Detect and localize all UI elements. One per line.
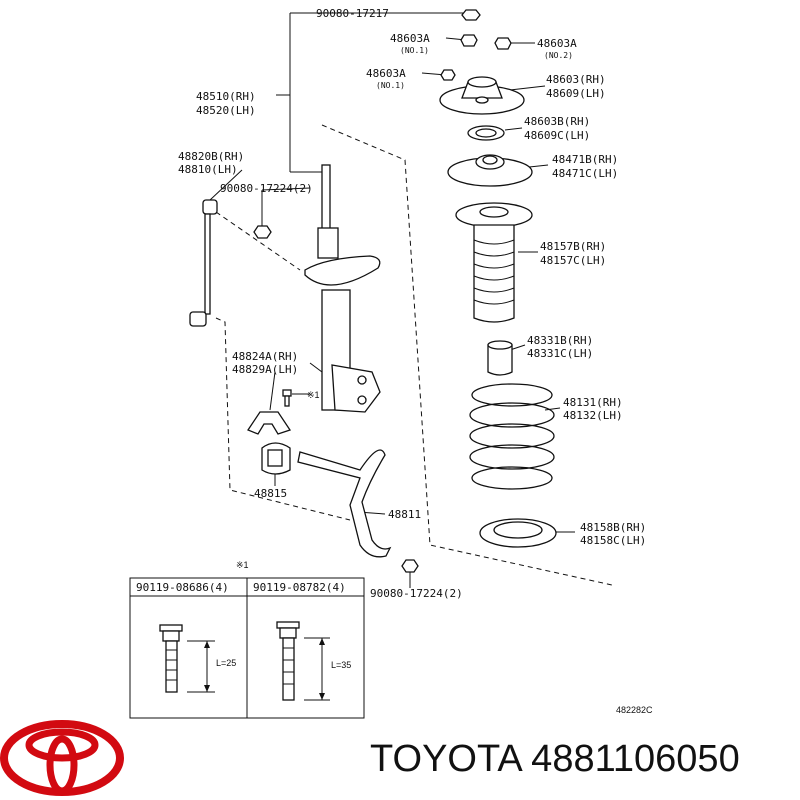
label-mount-no1-b-sub: (NO.1) xyxy=(376,81,405,90)
mount-nut-no2-part xyxy=(494,37,512,50)
upper-mount-part xyxy=(439,76,525,115)
link-nut-part xyxy=(253,225,272,239)
label-strut-lh: 48520(LH) xyxy=(196,104,256,117)
bolt-table-col1-header: 90119-08686(4) xyxy=(136,581,229,594)
coil-spring-part xyxy=(469,383,555,490)
label-mount-no2: 48603A xyxy=(537,37,577,50)
bearing-part xyxy=(467,125,505,141)
bar-nut-part xyxy=(401,559,419,573)
stabilizer-link-part xyxy=(189,199,218,327)
mount-nut-no1b-part xyxy=(440,69,456,81)
label-bracket-note: ※1 xyxy=(307,390,320,400)
label-link-rh: 48820B(RH) xyxy=(178,150,244,163)
top-nut-part xyxy=(461,9,481,21)
bracket-part xyxy=(247,411,292,435)
bushing-part xyxy=(261,442,291,475)
label-bumper-lh: 48331C(LH) xyxy=(527,347,593,360)
table-note-mark: ※1 xyxy=(236,560,249,570)
strut-part xyxy=(304,164,381,413)
label-link-nut: 90080-17224(2) xyxy=(220,182,313,195)
label-bracket-lh: 48829A(LH) xyxy=(232,363,298,376)
bolt-small-part xyxy=(282,389,292,407)
label-strut-rh: 48510(RH) xyxy=(196,90,256,103)
label-upper-seat-rh: 48471B(RH) xyxy=(552,153,618,166)
label-top-nut: 90080-17217 xyxy=(316,7,389,20)
label-bearing-rh: 48603B(RH) xyxy=(524,115,590,128)
label-bracket-rh: 48824A(RH) xyxy=(232,350,298,363)
mount-nut-no1-part xyxy=(460,34,478,47)
label-mount-lh: 48609(LH) xyxy=(546,87,606,100)
label-mount-no1-a-sub: (NO.1) xyxy=(400,46,429,55)
label-link-lh: 48810(LH) xyxy=(178,163,238,176)
label-bumper-rh: 48331B(RH) xyxy=(527,334,593,347)
label-boot-rh: 48157B(RH) xyxy=(540,240,606,253)
bolt-short-drawing xyxy=(159,624,215,693)
bolt-long-drawing xyxy=(276,621,330,701)
upper-spring-seat-part xyxy=(447,154,533,187)
assembly-outline-right xyxy=(321,124,613,586)
label-boot-lh: 48157C(LH) xyxy=(540,254,606,267)
bolt-table: 90119-08686(4) 90119-08782(4) L=25 xyxy=(129,577,365,719)
label-mount-no1-b: 48603A xyxy=(366,67,406,80)
dust-boot-part xyxy=(455,202,533,323)
label-bearing-lh: 48609C(LH) xyxy=(524,129,590,142)
label-lower-insulator-rh: 48158B(RH) xyxy=(580,521,646,534)
bolt-short-length: L=25 xyxy=(216,658,236,668)
label-spring-rh: 48131(RH) xyxy=(563,396,623,409)
label-bar-nut: 90080-17224(2) xyxy=(370,587,463,600)
label-stabilizer-bar: 48811 xyxy=(388,508,421,521)
label-mount-rh: 48603(RH) xyxy=(546,73,606,86)
brand-part-number: TOYOTA 4881106050 xyxy=(370,738,740,780)
assembly-outline-left xyxy=(215,317,351,521)
bump-stop-part xyxy=(487,340,513,376)
bolt-long-length: L=35 xyxy=(331,660,351,670)
label-mount-no2-sub: (NO.2) xyxy=(544,51,573,60)
label-bushing: 48815 xyxy=(254,487,287,500)
assembly-outline-link-top xyxy=(215,211,301,271)
bolt-table-col2-header: 90119-08782(4) xyxy=(253,581,346,594)
lower-insulator-part xyxy=(479,518,557,548)
diagram-code: 482282C xyxy=(616,705,653,715)
label-mount-no1-a: 48603A xyxy=(390,32,430,45)
label-spring-lh: 48132(LH) xyxy=(563,409,623,422)
label-lower-insulator-lh: 48158C(LH) xyxy=(580,534,646,547)
toyota-logo-icon xyxy=(0,720,124,796)
stabilizer-bar-part xyxy=(297,449,392,558)
label-upper-seat-lh: 48471C(LH) xyxy=(552,167,618,180)
